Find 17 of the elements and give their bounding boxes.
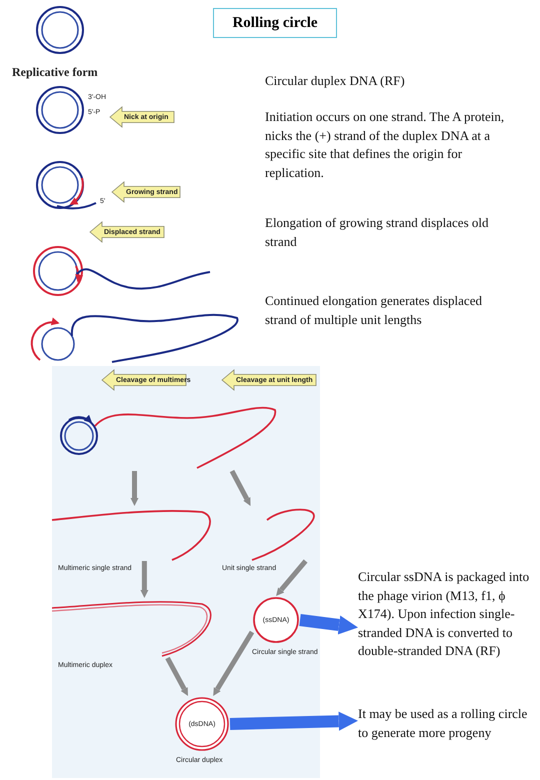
description-text: Initiation occurs on one strand. The A protein, nicks the (+) strand of the duplex DNA at a specific site that defines the origin for replication.: [265, 108, 506, 182]
process-arrow: [213, 630, 254, 696]
process-arrow: [140, 561, 148, 598]
process-arrow: [165, 656, 188, 696]
description-text: Continued elongation generates displaced strand of multiple unit lengths: [265, 292, 483, 329]
description-text: Circular duplex DNA (RF): [265, 72, 406, 90]
process-arrow: [299, 614, 358, 635]
form-caption: Replicative form: [12, 65, 98, 79]
description-text: Elongation of growing strand displaces old strand: [265, 214, 490, 250]
title-banner: Rolling circle: [213, 8, 337, 38]
process-arrow: [130, 471, 138, 506]
figure-panel: [52, 366, 320, 778]
process-arrow: [230, 470, 251, 506]
process-arrow: [276, 559, 308, 596]
description-text: It may be used as a rolling circle to generate more progeny: [358, 705, 528, 742]
process-arrow: [230, 712, 358, 731]
description-text: Circular ssDNA is packaged into the phage virion (M13, f1, ϕ X174). Upon infection single-stranded DNA is converted to double-stranded DNA (RF): [358, 568, 530, 660]
